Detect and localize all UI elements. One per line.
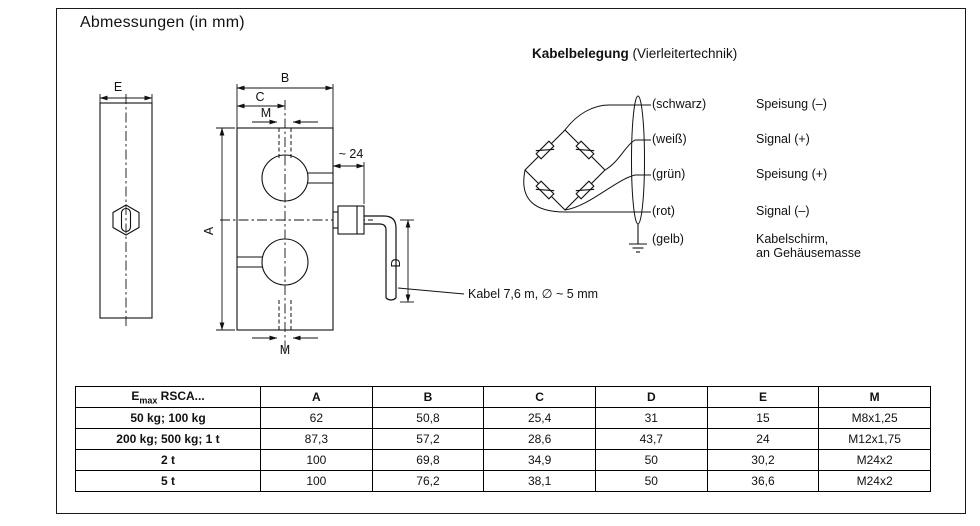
row-label: 200 kg; 500 kg; 1 t: [75, 428, 261, 450]
strain-gauge: [535, 180, 555, 200]
dim-label-d: D: [389, 258, 403, 267]
thread-hidden-lines: [278, 128, 292, 330]
cable-subtitle-text: (Vierleitertechnik): [628, 46, 738, 61]
row-label: 2 t: [75, 449, 261, 471]
wire-weiss: [604, 139, 651, 171]
cable-note-text: Kabel 7,6 m, ∅ ~ 5 mm: [468, 287, 598, 301]
dim-label-e: E: [114, 80, 122, 94]
wire-schwarz: [564, 104, 651, 131]
strain-gauge: [535, 140, 555, 160]
cell: 25,4: [483, 407, 596, 429]
cell: M8x1,25: [818, 407, 931, 429]
cell: 69,8: [371, 449, 485, 471]
cell: 31: [594, 407, 708, 429]
front-view: [220, 100, 373, 351]
cell: 15: [706, 407, 820, 429]
table-header-b: B: [371, 386, 485, 408]
table-row: 5 t 100 76,2 38,1 50 36,6 M24x2: [75, 470, 931, 492]
cell: 28,6: [483, 428, 596, 450]
bridge-wires: [523, 104, 651, 213]
cable-sheath-ellipse: [631, 95, 645, 225]
cell: 38,1: [483, 470, 596, 492]
cell: 62: [260, 407, 373, 429]
cell: M12x1,75: [818, 428, 931, 450]
wire-color-label: (weiß): [652, 132, 687, 146]
dim-label-b: B: [281, 71, 289, 85]
wire-color-label: (grün): [652, 167, 686, 181]
hex-hole: [112, 204, 140, 236]
cell: 43,7: [594, 428, 708, 450]
wire-color-label: (gelb): [652, 232, 684, 246]
cable-connector: [332, 205, 365, 235]
dim-label-m-bottom: M: [280, 343, 290, 357]
cell: 24: [706, 428, 820, 450]
page-title: Abmessungen (in mm): [80, 14, 245, 31]
bridge-diagram: [523, 95, 651, 253]
table-header-e: E: [706, 386, 820, 408]
cable-title-text: Kabelbelegung: [532, 46, 629, 61]
table-header-row: Emax RSCA... A B C D E M: [75, 386, 931, 408]
wire-row: (grün) Speisung (+): [652, 167, 827, 181]
table-header-emax: Emax RSCA...: [75, 386, 261, 408]
cable-note-leader: [397, 287, 465, 295]
wire-color-label: (schwarz): [652, 97, 707, 111]
table-row: 2 t 100 69,8 34,9 50 30,2 M24x2: [75, 449, 931, 471]
wire-color-label: (rot): [652, 204, 675, 218]
lower-lobe-cutout: [261, 238, 309, 286]
cell: 76,2: [371, 470, 485, 492]
cell: 30,2: [706, 449, 820, 471]
table-row: 200 kg; 500 kg; 1 t 87,3 57,2 28,6 43,7 …: [75, 428, 931, 450]
wire-row: (schwarz) Speisung (–): [652, 97, 827, 111]
side-view: [99, 94, 153, 328]
wire-gruen: [564, 174, 651, 211]
strain-gauge: [575, 180, 595, 200]
dim-label-c: C: [255, 90, 264, 104]
ground-symbol-icon: [629, 224, 647, 253]
cell: 100: [260, 449, 373, 471]
table-header-c: C: [483, 386, 596, 408]
table-row: 50 kg; 100 kg 62 50,8 25,4 31 15 M8x1,25: [75, 407, 931, 429]
row-label: 5 t: [75, 470, 261, 492]
cell: M24x2: [818, 449, 931, 471]
row-label: 50 kg; 100 kg: [75, 407, 261, 429]
wire-signal-label: Signal (+): [756, 132, 810, 146]
cable: [364, 215, 397, 301]
cell: 34,9: [483, 449, 596, 471]
cell: 50,8: [371, 407, 485, 429]
table-header-a: A: [260, 386, 373, 408]
cable-section-title: Kabelbelegung (Vierleitertechnik): [532, 46, 737, 61]
dim-label-a: A: [202, 226, 216, 235]
wire-signal-label: Speisung (–): [756, 97, 827, 111]
cell: 50: [594, 449, 708, 471]
dim-e: [99, 94, 153, 103]
dimensions-table: Emax RSCA... A B C D E M 50 kg; 100 kg 6…: [75, 386, 931, 492]
cell: 100: [260, 470, 373, 492]
hex-slot: [120, 207, 132, 233]
dim-label-connector-length: ~ 24: [339, 147, 364, 161]
dim-a: [216, 127, 235, 331]
cell: 87,3: [260, 428, 373, 450]
dim-connector-length: [332, 162, 365, 204]
table-header-d: D: [594, 386, 708, 408]
dim-label-m-top: M: [261, 106, 271, 120]
wire-signal-label: Kabelschirm, an Gehäusemasse: [756, 232, 861, 260]
strain-gauge: [575, 140, 595, 160]
wire-signal-label: Signal (–): [756, 204, 810, 218]
cell: 36,6: [706, 470, 820, 492]
wire-signal-label: Speisung (+): [756, 167, 828, 181]
cell: 57,2: [371, 428, 485, 450]
wire-row: (weiß) Signal (+): [652, 132, 810, 146]
wire-row: (gelb) Kabelschirm, an Gehäusemasse: [652, 232, 861, 260]
wire-row: (rot) Signal (–): [652, 204, 810, 218]
content-frame: [56, 8, 966, 514]
wire-rot: [523, 169, 651, 213]
dim-d: [400, 219, 414, 303]
upper-lobe-cutout: [261, 154, 309, 202]
cell: 50: [594, 470, 708, 492]
table-header-m: M: [818, 386, 931, 408]
dimension-drawing: E B: [99, 71, 598, 357]
cell: M24x2: [818, 470, 931, 492]
